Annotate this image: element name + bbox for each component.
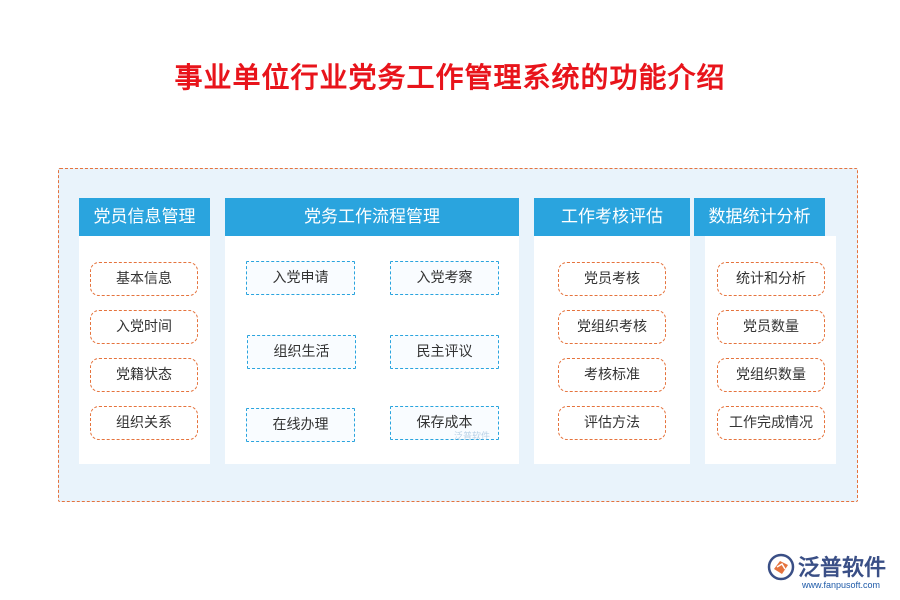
node-basic-info: 基本信息 — [90, 262, 198, 296]
node-assessment-standard: 考核标准 — [558, 358, 666, 392]
node-save-cost: 保存成本 — [390, 406, 499, 440]
node-membership-status: 党籍状态 — [90, 358, 198, 392]
fanpu-logo-icon — [767, 553, 795, 581]
node-org-relation: 组织关系 — [90, 406, 198, 440]
header-statistics: 数据统计分析 — [694, 198, 825, 236]
header-evaluation: 工作考核评估 — [534, 198, 690, 236]
header-workflow: 党务工作流程管理 — [225, 198, 519, 236]
node-org-assessment: 党组织考核 — [558, 310, 666, 344]
logo-url: www.fanpusoft.com — [802, 580, 881, 590]
page-title: 事业单位行业党务工作管理系统的功能介绍 — [174, 61, 726, 94]
node-member-count: 党员数量 — [717, 310, 825, 344]
node-org-life: 组织生活 — [247, 335, 356, 369]
node-join-date: 入党时间 — [90, 310, 198, 344]
header-member-info: 党员信息管理 — [79, 198, 210, 236]
node-inspection: 入党考察 — [390, 261, 499, 295]
node-work-completion: 工作完成情况 — [717, 406, 825, 440]
node-application: 入党申请 — [246, 261, 355, 295]
node-democratic-review: 民主评议 — [390, 335, 499, 369]
node-online-processing: 在线办理 — [246, 408, 355, 442]
node-stats-analysis: 统计和分析 — [717, 262, 825, 296]
watermark: 泛普软件 — [454, 432, 491, 442]
node-org-count: 党组织数量 — [717, 358, 825, 392]
logo-name: 泛普软件 — [798, 556, 887, 581]
node-evaluation-method: 评估方法 — [558, 406, 666, 440]
node-member-assessment: 党员考核 — [558, 262, 666, 296]
